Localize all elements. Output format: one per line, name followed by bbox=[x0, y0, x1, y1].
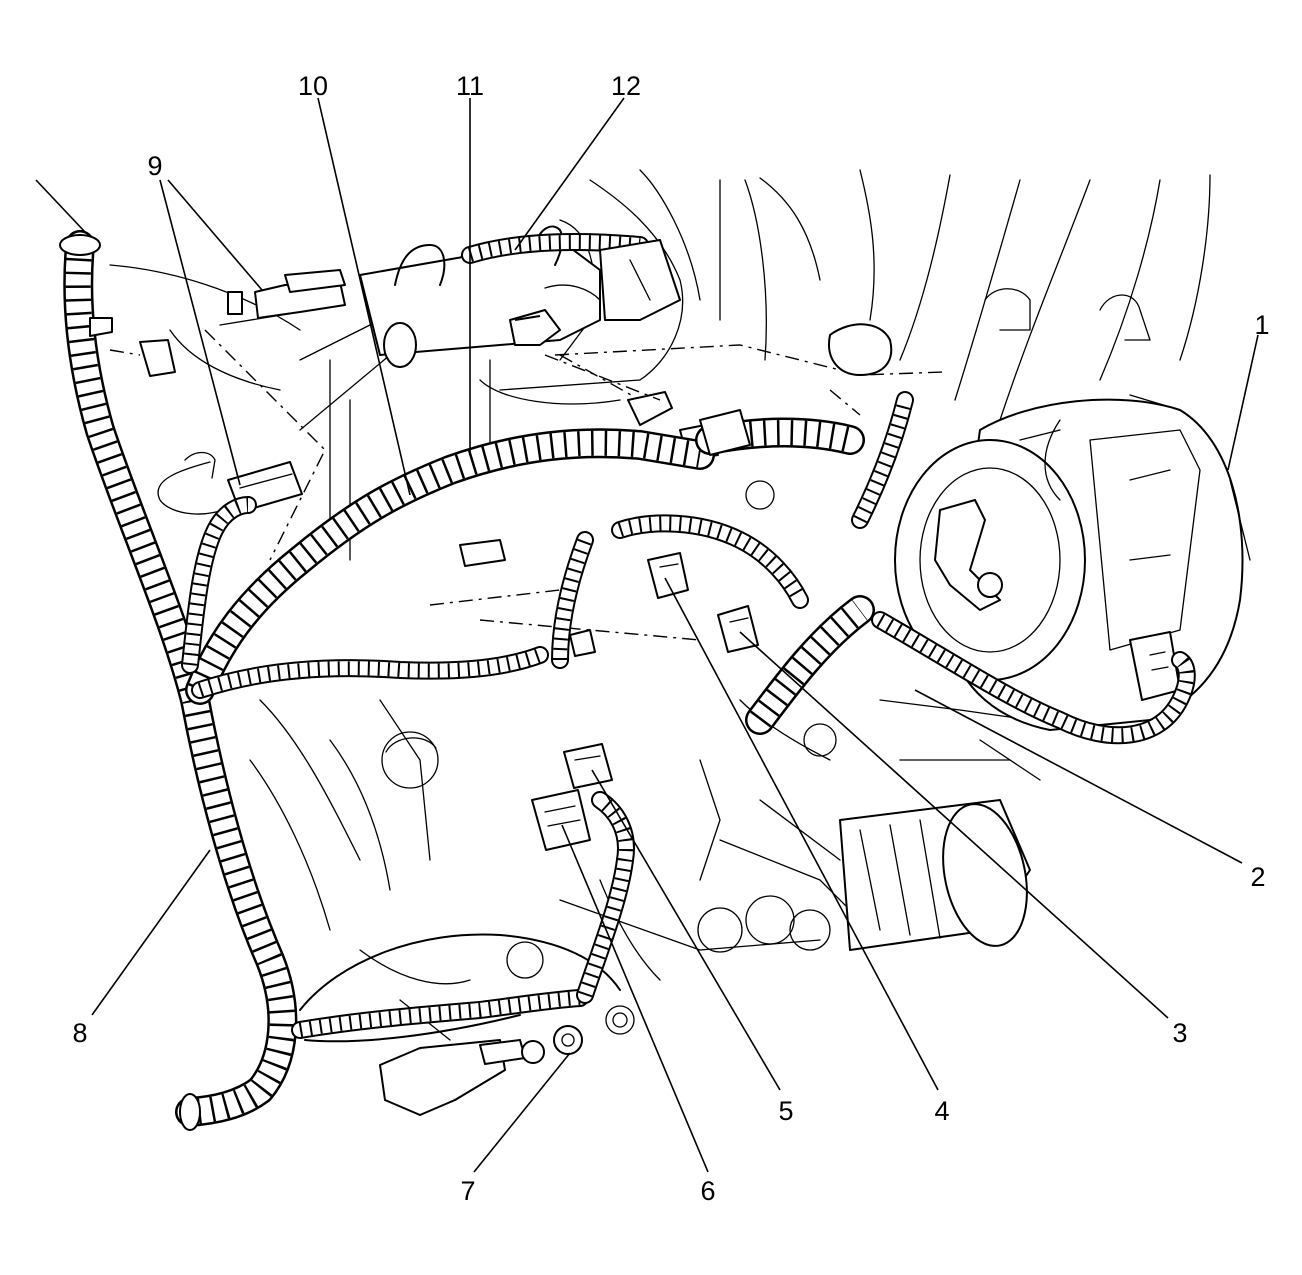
callout-9: 9 bbox=[147, 151, 162, 181]
leader-9b bbox=[159, 179, 241, 486]
connectors bbox=[109, 339, 759, 851]
leader-2 bbox=[914, 689, 1243, 864]
callout-6: 6 bbox=[700, 1176, 715, 1206]
leader-8 bbox=[91, 849, 211, 1016]
leader-unlabeled bbox=[35, 179, 86, 233]
leader-7 bbox=[473, 1052, 571, 1173]
callout-11: 11 bbox=[456, 71, 484, 101]
leader-9a bbox=[167, 179, 263, 291]
leader-4 bbox=[664, 577, 939, 1091]
leader-6 bbox=[561, 824, 709, 1173]
callout-5: 5 bbox=[778, 1096, 793, 1126]
leader-1 bbox=[1227, 334, 1259, 471]
callout-1: 1 bbox=[1254, 310, 1269, 340]
generator bbox=[894, 394, 1251, 731]
callout-3: 3 bbox=[1172, 1018, 1187, 1048]
leader-10 bbox=[317, 97, 411, 496]
callout-2: 2 bbox=[1250, 862, 1265, 892]
callout-12: 12 bbox=[611, 71, 641, 101]
callout-10: 10 bbox=[298, 71, 328, 101]
leader-lines bbox=[35, 97, 1259, 1173]
oil-filter bbox=[839, 799, 1031, 951]
leader-12 bbox=[514, 97, 625, 251]
callout-8: 8 bbox=[72, 1018, 87, 1048]
wiring-harness bbox=[59, 230, 1196, 1131]
leader-3 bbox=[739, 631, 1169, 1019]
callout-labels: 1 2 3 4 5 6 7 8 9 10 11 12 bbox=[72, 71, 1269, 1206]
callout-7: 7 bbox=[460, 1176, 475, 1206]
callout-4: 4 bbox=[934, 1096, 949, 1126]
leader-5 bbox=[591, 769, 781, 1091]
upper-components bbox=[204, 225, 1151, 561]
